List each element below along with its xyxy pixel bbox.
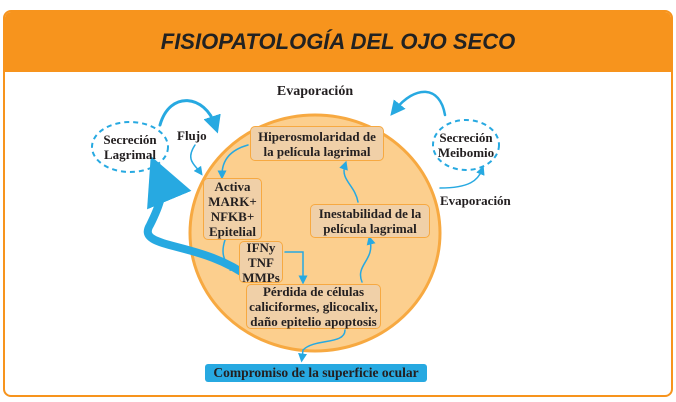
cell-loss-box: Pérdida de células caliciformes, glicoca… <box>246 284 381 329</box>
arrow-hyper-to-activa <box>217 144 249 180</box>
evaporation-label-right: Evaporación <box>440 193 511 208</box>
flow-arrow-top-left <box>158 99 221 134</box>
diagram-title: FISIOPATOLOGÍA DEL OJO SECO <box>160 29 516 54</box>
activation-box: Activa MARK+ NFKB+ Epitelial <box>203 178 262 240</box>
arrow-cytokines-to-loss <box>284 251 308 285</box>
hyperosmolarity-box: Hiperosmolaridad de la película lagrimal <box>250 126 384 161</box>
lacrimal-secretion-ellipse <box>91 121 169 173</box>
arrow-instability-to-hyper <box>339 160 359 203</box>
instability-box: Inestabilidad de la película lagrimal <box>310 204 430 238</box>
flow-arrow-small <box>190 144 203 176</box>
arrow-loss-to-outcome <box>298 329 346 363</box>
meibomian-secretion-ellipse <box>432 119 500 171</box>
flow-label: Flujo <box>177 128 207 143</box>
evaporation-arrow-top-right <box>390 90 447 117</box>
cytokines-box: IFNy TNF MMPs <box>239 240 283 285</box>
lacrimal-secretion-label: Secreción Lagrimal <box>103 132 157 162</box>
header-banner: FISIOPATOLOGÍA DEL OJO SECO <box>5 12 671 72</box>
arrow-activa-to-cytokines <box>222 239 240 272</box>
evaporation-arrow-right <box>439 165 485 189</box>
arrow-loss-to-instability <box>359 235 376 283</box>
ocular-surface-compromise-box: Compromiso de la superficie ocular <box>205 364 427 382</box>
evaporation-label-top: Evaporación <box>276 84 354 99</box>
meibomian-secretion-label: Secreción Meibomio <box>437 130 495 160</box>
feedback-loop-arrow <box>143 155 254 282</box>
